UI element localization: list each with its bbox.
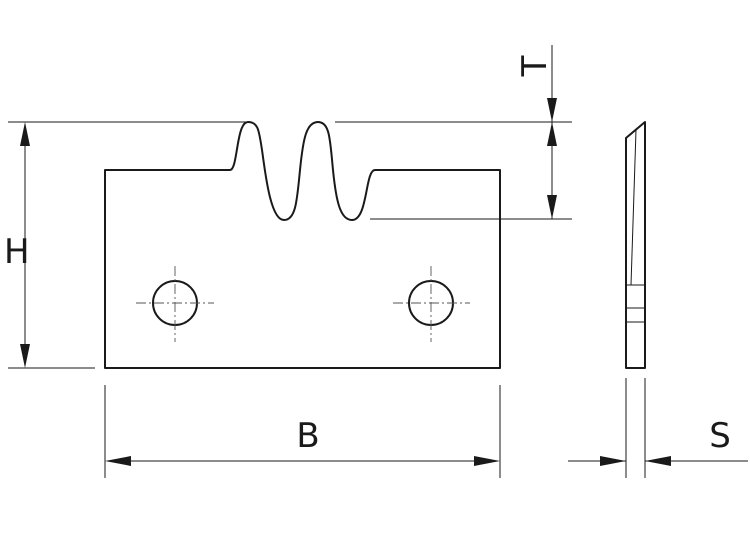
dimension-t: T <box>370 45 572 220</box>
plate-outline <box>104 121 501 369</box>
dimension-s: S <box>568 378 748 478</box>
plate-front-view <box>104 121 501 369</box>
thickness-label: S <box>709 416 731 456</box>
arrow-down-h <box>20 344 30 368</box>
side-view-outline <box>625 121 646 369</box>
arrow-right-b <box>474 456 500 466</box>
arrow-right-s <box>600 456 626 466</box>
dimension-h: H <box>4 121 572 369</box>
arrow-down-t-bottom <box>547 195 557 219</box>
bevel-line <box>630 129 637 286</box>
width-label: B <box>296 416 319 456</box>
dimension-b: B <box>104 385 501 478</box>
plate-side-view <box>625 121 646 369</box>
arrow-down-t <box>547 98 557 122</box>
arrow-up-h <box>20 122 30 146</box>
height-label: H <box>4 232 30 272</box>
arrow-left-s <box>645 456 671 466</box>
tooth-label: T <box>515 55 555 77</box>
arrow-up-t <box>547 122 557 146</box>
arrow-left-b <box>105 456 131 466</box>
